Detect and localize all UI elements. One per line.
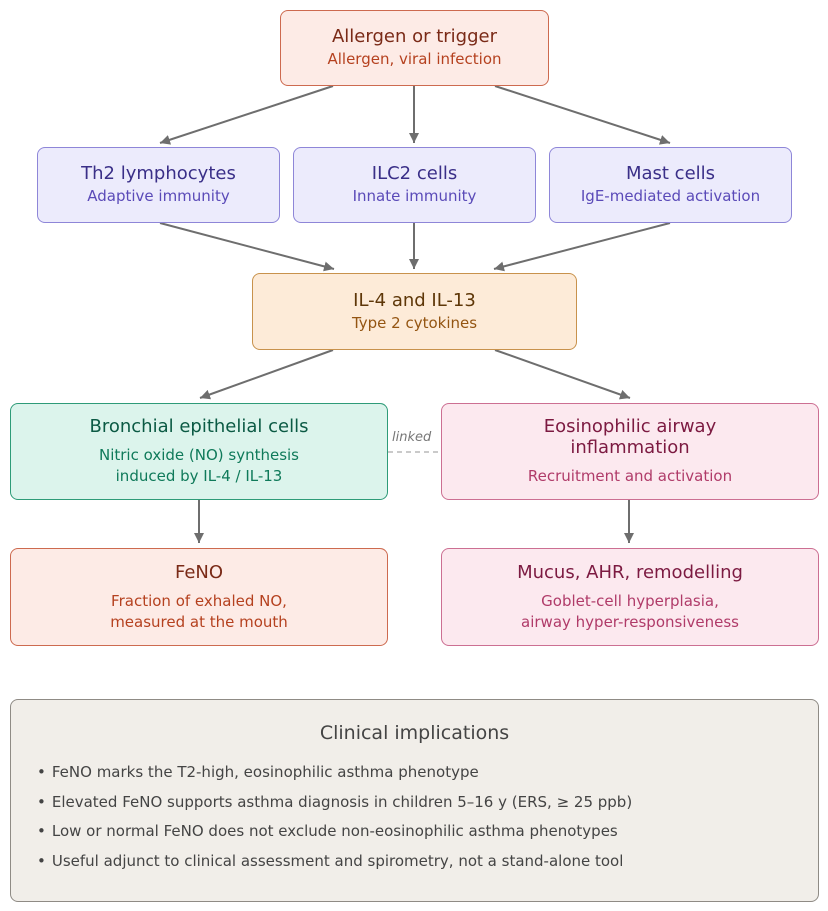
node-th2-lymphocytes: Th2 lymphocytes Adaptive immunity [37, 147, 280, 223]
linked-label: linked [392, 430, 432, 445]
node-epithelial-title: Bronchial epithelial cells [89, 416, 309, 437]
node-trigger: Allergen or trigger Allergen, viral infe… [280, 10, 549, 86]
node-cytokines-subtitle: Type 2 cytokines [351, 313, 478, 332]
node-trigger-subtitle: Allergen, viral infection [327, 50, 502, 68]
node-mast-title: Mast cells [625, 163, 716, 184]
arrow-trigger-to-mast [494, 85, 671, 145]
node-epithelial-subtitle-2: induced by IL-4 / IL-13 [115, 467, 283, 485]
node-mucus-title: Mucus, AHR, remodelling [517, 561, 743, 583]
clinical-bullet: Elevated FeNO supports asthma diagnosis … [37, 792, 632, 822]
arrow-trigger-to-th2 [159, 85, 334, 145]
arrow-th2-to-cytokines [159, 222, 335, 272]
node-eosinophilic-title-2: inflammation [570, 437, 690, 458]
node-ilc2-title: ILC2 cells [371, 163, 458, 184]
clinical-bullet: Low or normal FeNO does not exclude non-… [37, 821, 632, 851]
node-mucus-ahr-remodelling: Mucus, AHR, remodelling Goblet-cell hype… [441, 548, 819, 646]
node-ilc2-cells: ILC2 cells Innate immunity [293, 147, 536, 223]
clinical-implications-title: Clinical implications [319, 722, 510, 744]
clinical-bullet: FeNO marks the T2-high, eosinophilic ast… [37, 762, 632, 792]
node-th2-subtitle: Adaptive immunity [87, 187, 230, 205]
node-mast-subtitle: IgE-mediated activation [580, 187, 761, 205]
arrow-cytokines-to-eosinophilic [494, 349, 631, 400]
arrow-mast-to-cytokines [493, 222, 671, 272]
node-mast-cells: Mast cells IgE-mediated activation [549, 147, 792, 223]
node-cytokines: IL-4 and IL-13 Type 2 cytokines [252, 273, 577, 350]
node-bronchial-epithelial: Bronchial epithelial cells Nitric oxide … [10, 403, 388, 500]
clinical-implications-list: FeNO marks the T2-high, eosinophilic ast… [37, 762, 632, 880]
node-epithelial-subtitle-1: Nitric oxide (NO) synthesis [98, 446, 299, 464]
node-eosinophilic-inflammation: Eosinophilic airway inflammation Recruit… [441, 403, 819, 500]
clinical-bullet: Useful adjunct to clinical assessment an… [37, 851, 632, 881]
node-eosinophilic-subtitle: Recruitment and activation [527, 467, 733, 485]
node-mucus-subtitle-2: airway hyper-responsiveness [521, 612, 739, 631]
node-feno: FeNO Fraction of exhaled NO, measured at… [10, 548, 388, 646]
node-feno-title: FeNO [174, 561, 224, 583]
clinical-implications-panel: Clinical implications FeNO marks the T2-… [10, 699, 819, 902]
node-trigger-title: Allergen or trigger [331, 26, 498, 47]
node-cytokines-title: IL-4 and IL-13 [353, 289, 476, 311]
node-th2-title: Th2 lymphocytes [81, 163, 236, 184]
node-eosinophilic-title-1: Eosinophilic airway [543, 416, 717, 437]
node-feno-subtitle-2: measured at the mouth [110, 612, 288, 631]
node-mucus-subtitle-1: Goblet-cell hyperplasia, [541, 591, 719, 610]
node-ilc2-subtitle: Innate immunity [352, 187, 477, 205]
arrow-cytokines-to-epithelial [199, 349, 334, 400]
node-feno-subtitle-1: Fraction of exhaled NO, [111, 591, 287, 610]
